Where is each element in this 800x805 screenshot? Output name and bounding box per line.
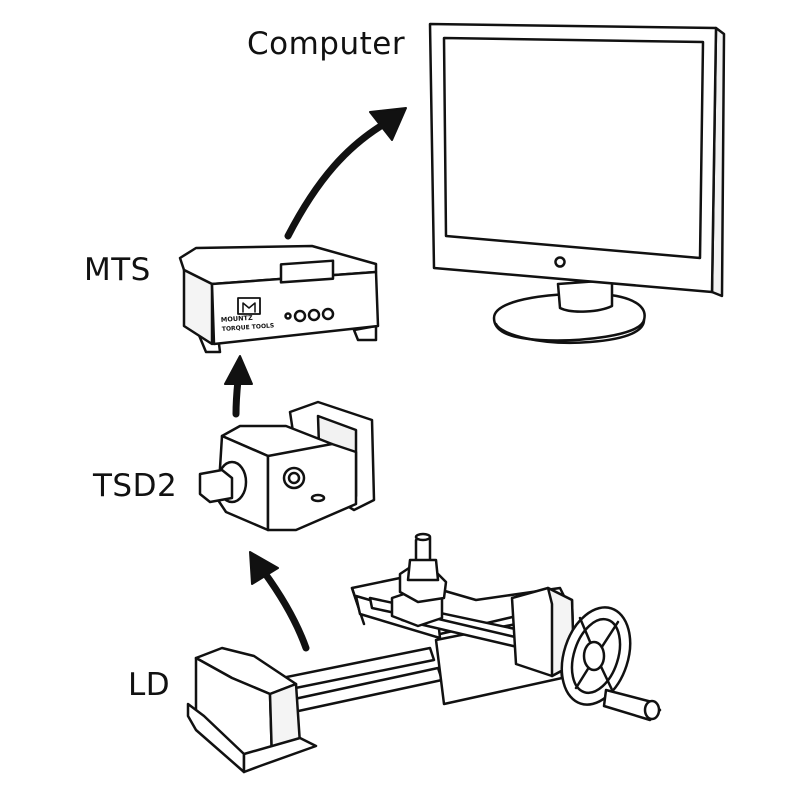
label-tsd2: TSD2 [93,468,178,504]
ld-loading-device [186,532,662,774]
arrow-shaft [284,120,388,240]
mts-front-panel [210,270,380,346]
mts-side [182,268,214,346]
tsd2-sensor [198,400,376,532]
arrow-head [224,355,253,385]
mts-display [279,259,335,284]
mts-knob-3 [321,307,335,321]
monitor-power-button [554,256,566,268]
mts-knob-2 [307,308,321,322]
tsd2-housing-side [266,442,358,532]
arrow-tsd2-to-mts [224,355,253,418]
ld-handwheel-spokes [574,616,620,696]
mts-knob-1 [293,309,307,323]
arrow-head [249,551,279,585]
monitor-stand-neck [556,278,614,313]
computer-monitor [428,22,726,344]
label-mts: MTS [84,252,151,288]
tsd2-connector-inner [287,471,301,485]
tsd2-mount-hole [310,493,326,503]
arrow-ld-to-tsd2 [249,551,310,652]
ld-shaft-cap [414,532,432,542]
arrow-shaft [232,376,242,418]
wrench-logo-icon [237,297,261,315]
ld-handwheel-hub [582,640,606,672]
ld-shaft-collar [406,558,440,582]
mts-brand-line2: TORQUE TOOLS [222,322,275,333]
monitor-stand-base-edge [494,318,646,344]
ld-end-block-base [242,736,318,774]
ld-crank-handle-end [643,699,661,721]
mts-indicator-led [284,312,292,320]
monitor-screen [442,36,705,260]
arrow-shaft [260,568,310,652]
mts-brand-line1: MOUNTZ [221,314,254,324]
arrow-mts-to-computer [284,107,407,240]
tsd2-drive-square [198,468,234,504]
arrow-head [369,107,407,141]
label-computer: Computer [247,26,406,62]
wrench-logo-mark [242,302,256,313]
label-ld: LD [128,667,171,703]
mts-controller: MOUNTZ TORQUE TOOLS [178,244,380,354]
